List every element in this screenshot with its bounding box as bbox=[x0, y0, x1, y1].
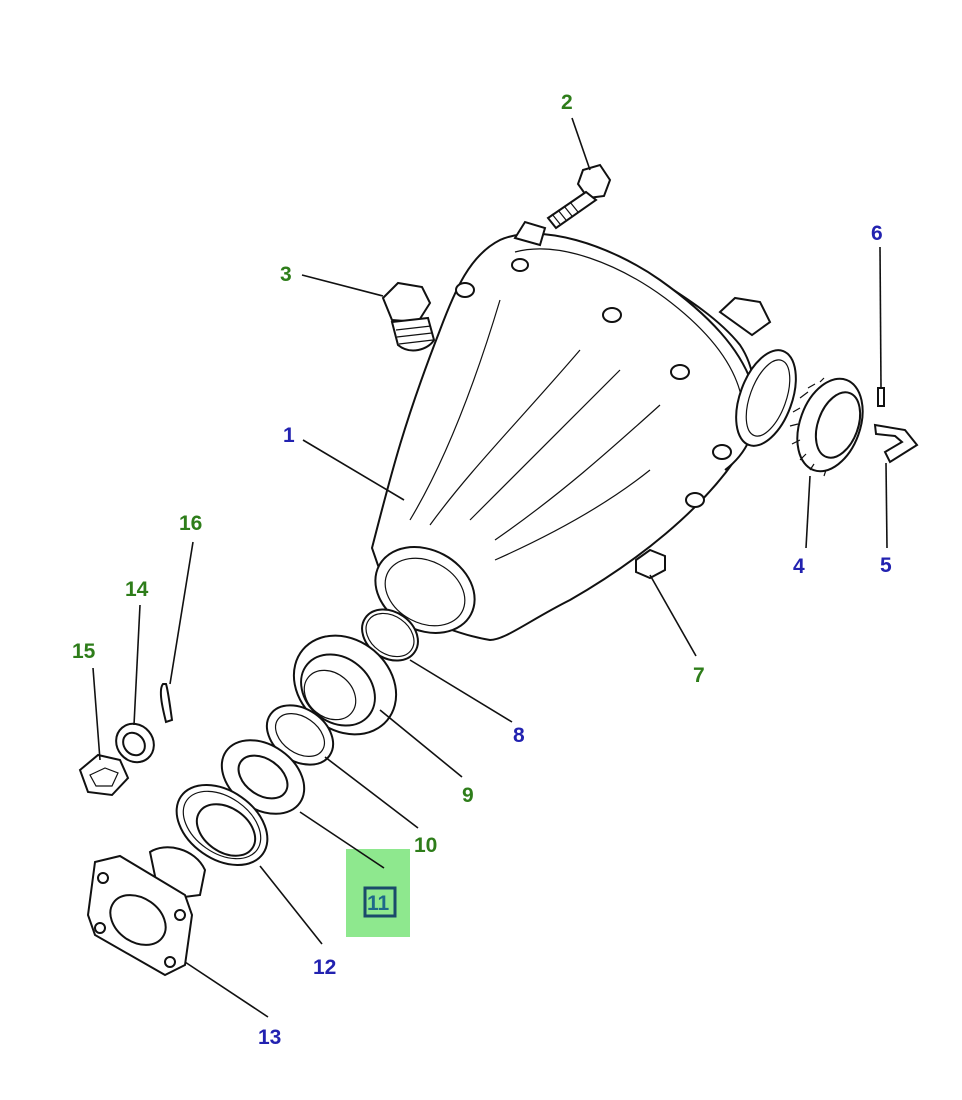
leader-lines bbox=[92, 117, 888, 1018]
castle-nut bbox=[78, 753, 130, 797]
label-13: 13 bbox=[258, 1026, 281, 1049]
label-15: 15 bbox=[72, 640, 96, 663]
small-washer bbox=[115, 722, 155, 764]
label-1: 1 bbox=[283, 424, 295, 447]
label-4: 4 bbox=[793, 555, 805, 578]
adjuster-nut bbox=[789, 377, 864, 477]
label-6: 6 bbox=[871, 222, 883, 245]
oil-seal bbox=[175, 784, 269, 866]
highlight-box-11 bbox=[363, 886, 397, 918]
nut bbox=[635, 548, 666, 580]
bolt bbox=[546, 163, 612, 230]
filler-plug bbox=[381, 281, 436, 352]
label-12: 12 bbox=[313, 956, 336, 979]
washer bbox=[220, 739, 306, 815]
label-8: 8 bbox=[513, 724, 525, 747]
drive-flange bbox=[86, 846, 207, 977]
label-7: 7 bbox=[693, 664, 705, 687]
label-9: 9 bbox=[462, 784, 474, 807]
bearing bbox=[292, 634, 398, 736]
label-14: 14 bbox=[125, 578, 149, 601]
label-16: 16 bbox=[179, 512, 202, 535]
differential-housing bbox=[370, 220, 797, 642]
lock-tab bbox=[873, 423, 919, 464]
pin bbox=[877, 387, 885, 407]
label-2: 2 bbox=[561, 91, 573, 114]
label-3: 3 bbox=[280, 263, 292, 286]
label-5: 5 bbox=[880, 554, 892, 577]
split-pin bbox=[159, 683, 174, 724]
label-10: 10 bbox=[414, 834, 437, 857]
label-11: 11 bbox=[367, 892, 390, 915]
